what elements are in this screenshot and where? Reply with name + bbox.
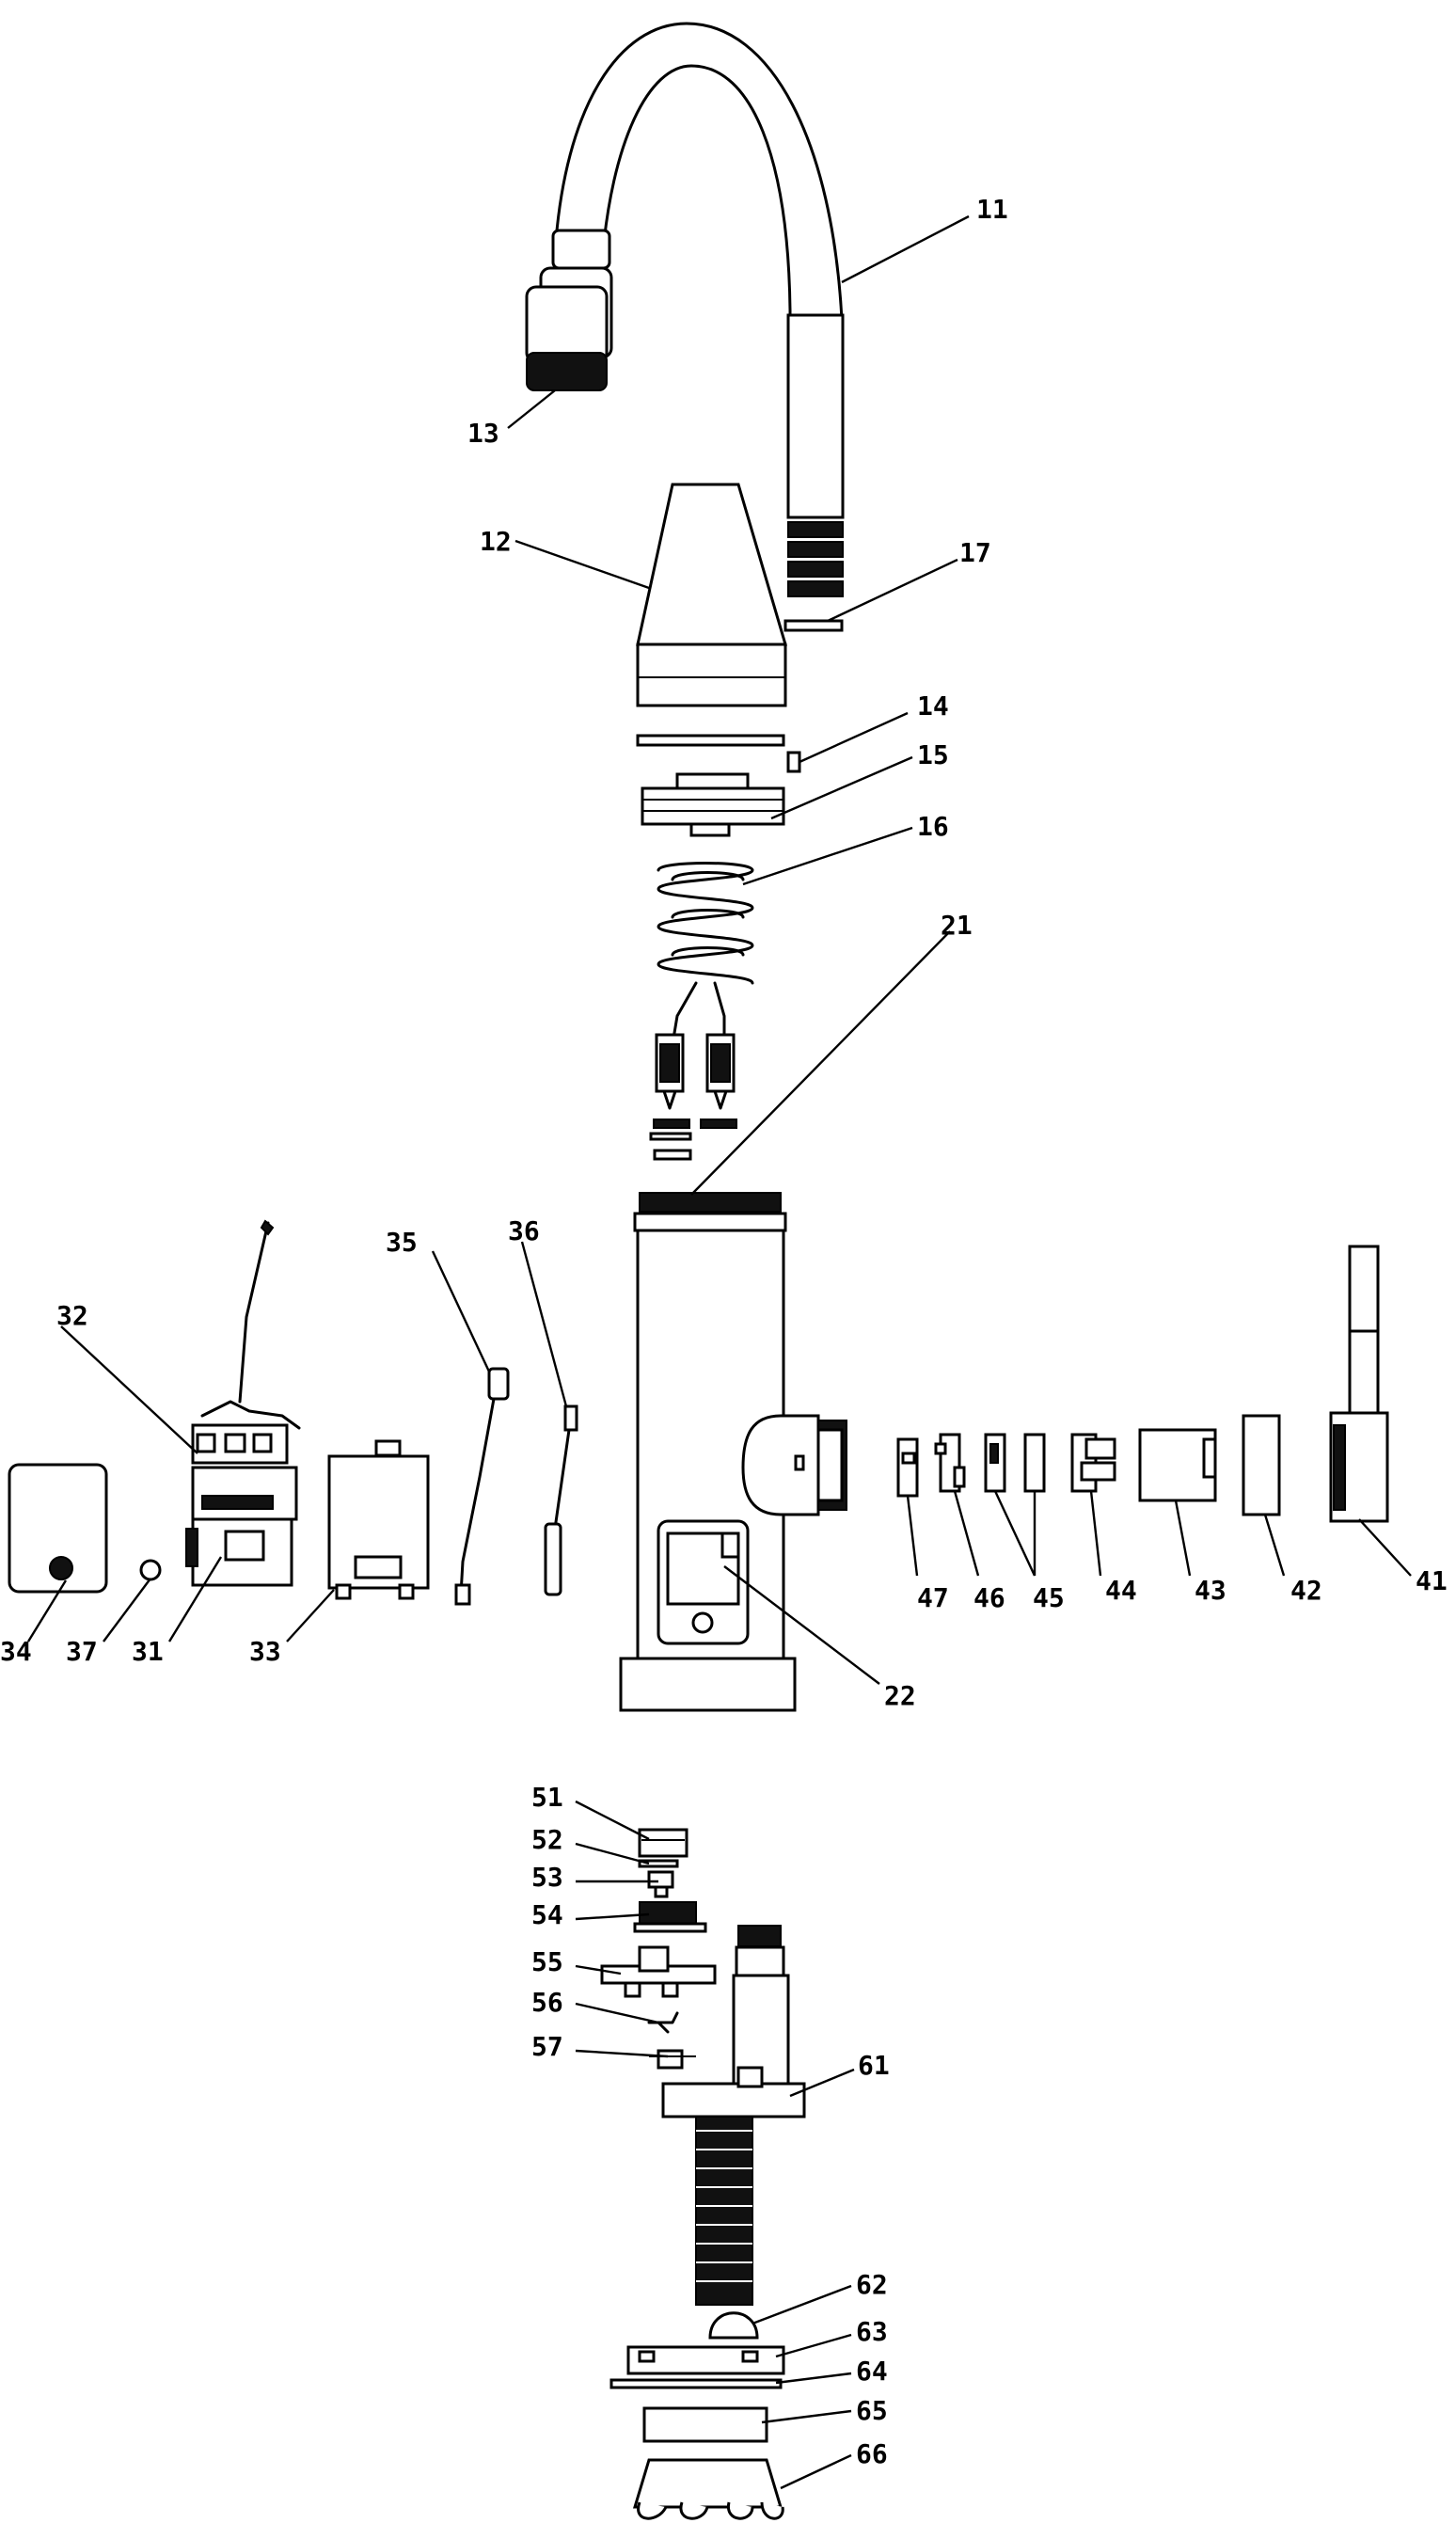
part-labels: 11 13 12 17 14 15 16 21 22 32 35 36 34 3… [0, 194, 1448, 2469]
label-33: 33 [249, 1636, 281, 1667]
part-62-cap [708, 2311, 759, 2340]
part-11-hose [553, 22, 845, 597]
label-47: 47 [917, 1582, 949, 1613]
label-52: 52 [531, 1824, 563, 1855]
label-22: 22 [884, 1680, 916, 1711]
label-15: 15 [917, 739, 949, 770]
label-37: 37 [66, 1636, 98, 1667]
label-14: 14 [917, 690, 949, 722]
part-63-plate [626, 2345, 785, 2375]
label-16: 16 [917, 811, 949, 842]
part-15-nut [641, 772, 785, 837]
label-54: 54 [531, 1899, 563, 1930]
label-46: 46 [973, 1582, 1005, 1613]
part-51 [638, 1828, 688, 1858]
part-57 [649, 2049, 696, 2070]
part-64-washer [609, 2378, 783, 2389]
label-62: 62 [856, 2269, 888, 2300]
part-22-display-window [657, 1519, 750, 1645]
small-washers [649, 1119, 737, 1161]
label-61: 61 [858, 2050, 890, 2081]
label-45: 45 [1033, 1582, 1065, 1613]
part-35-cable-sensor [454, 1367, 510, 1606]
part-44-bracket [1070, 1433, 1116, 1493]
part-14-pin [786, 751, 801, 773]
part-32-31-circuit-board [185, 1219, 301, 1587]
label-55: 55 [531, 1946, 563, 1977]
part-47-small-block [896, 1437, 919, 1498]
label-63: 63 [856, 2316, 888, 2347]
label-35: 35 [386, 1227, 418, 1258]
label-36: 36 [508, 1215, 540, 1246]
label-53: 53 [531, 1862, 563, 1893]
part-36-cable [544, 1404, 578, 1596]
label-12: 12 [480, 526, 512, 557]
part-52 [638, 1859, 679, 1868]
leader-lines [26, 214, 1412, 2490]
label-56: 56 [531, 1987, 563, 2018]
label-64: 64 [856, 2356, 888, 2387]
label-43: 43 [1195, 1575, 1227, 1606]
part-54 [633, 1901, 707, 1933]
part-43-module [1138, 1428, 1217, 1502]
part-65-plate [642, 2406, 768, 2443]
label-32: 32 [56, 1300, 88, 1331]
part-33-power-module [327, 1439, 430, 1600]
label-66: 66 [856, 2438, 888, 2469]
part-61-base [661, 1925, 806, 2306]
label-42: 42 [1290, 1575, 1322, 1606]
part-13-spray-head [525, 229, 613, 391]
label-44: 44 [1105, 1575, 1137, 1606]
label-34: 34 [0, 1636, 32, 1667]
part-17-washer [783, 619, 844, 632]
part-ring-under-cone [636, 734, 785, 747]
part-12-cone-cover [636, 483, 788, 707]
part-55 [600, 1945, 717, 1998]
part-53 [647, 1870, 674, 1898]
part-37-button [139, 1559, 162, 1581]
label-13: 13 [467, 418, 499, 449]
part-45-plates [984, 1433, 1046, 1493]
label-51: 51 [531, 1782, 563, 1813]
label-21: 21 [941, 910, 973, 941]
part-34-cover-plate [8, 1463, 108, 1594]
label-31: 31 [132, 1636, 164, 1667]
part-66-nut [632, 2458, 784, 2520]
part-56 [647, 2011, 679, 2034]
label-17: 17 [959, 537, 991, 568]
part-46-bracket [934, 1433, 966, 1493]
part-42-panel [1242, 1414, 1281, 1516]
label-65: 65 [856, 2395, 888, 2426]
label-57: 57 [531, 2031, 563, 2062]
part-16-coiled-tubes [655, 862, 754, 1110]
hose-thread [787, 521, 844, 597]
part-41-handle [1329, 1245, 1389, 1523]
label-41: 41 [1416, 1565, 1448, 1596]
label-11: 11 [976, 194, 1008, 225]
